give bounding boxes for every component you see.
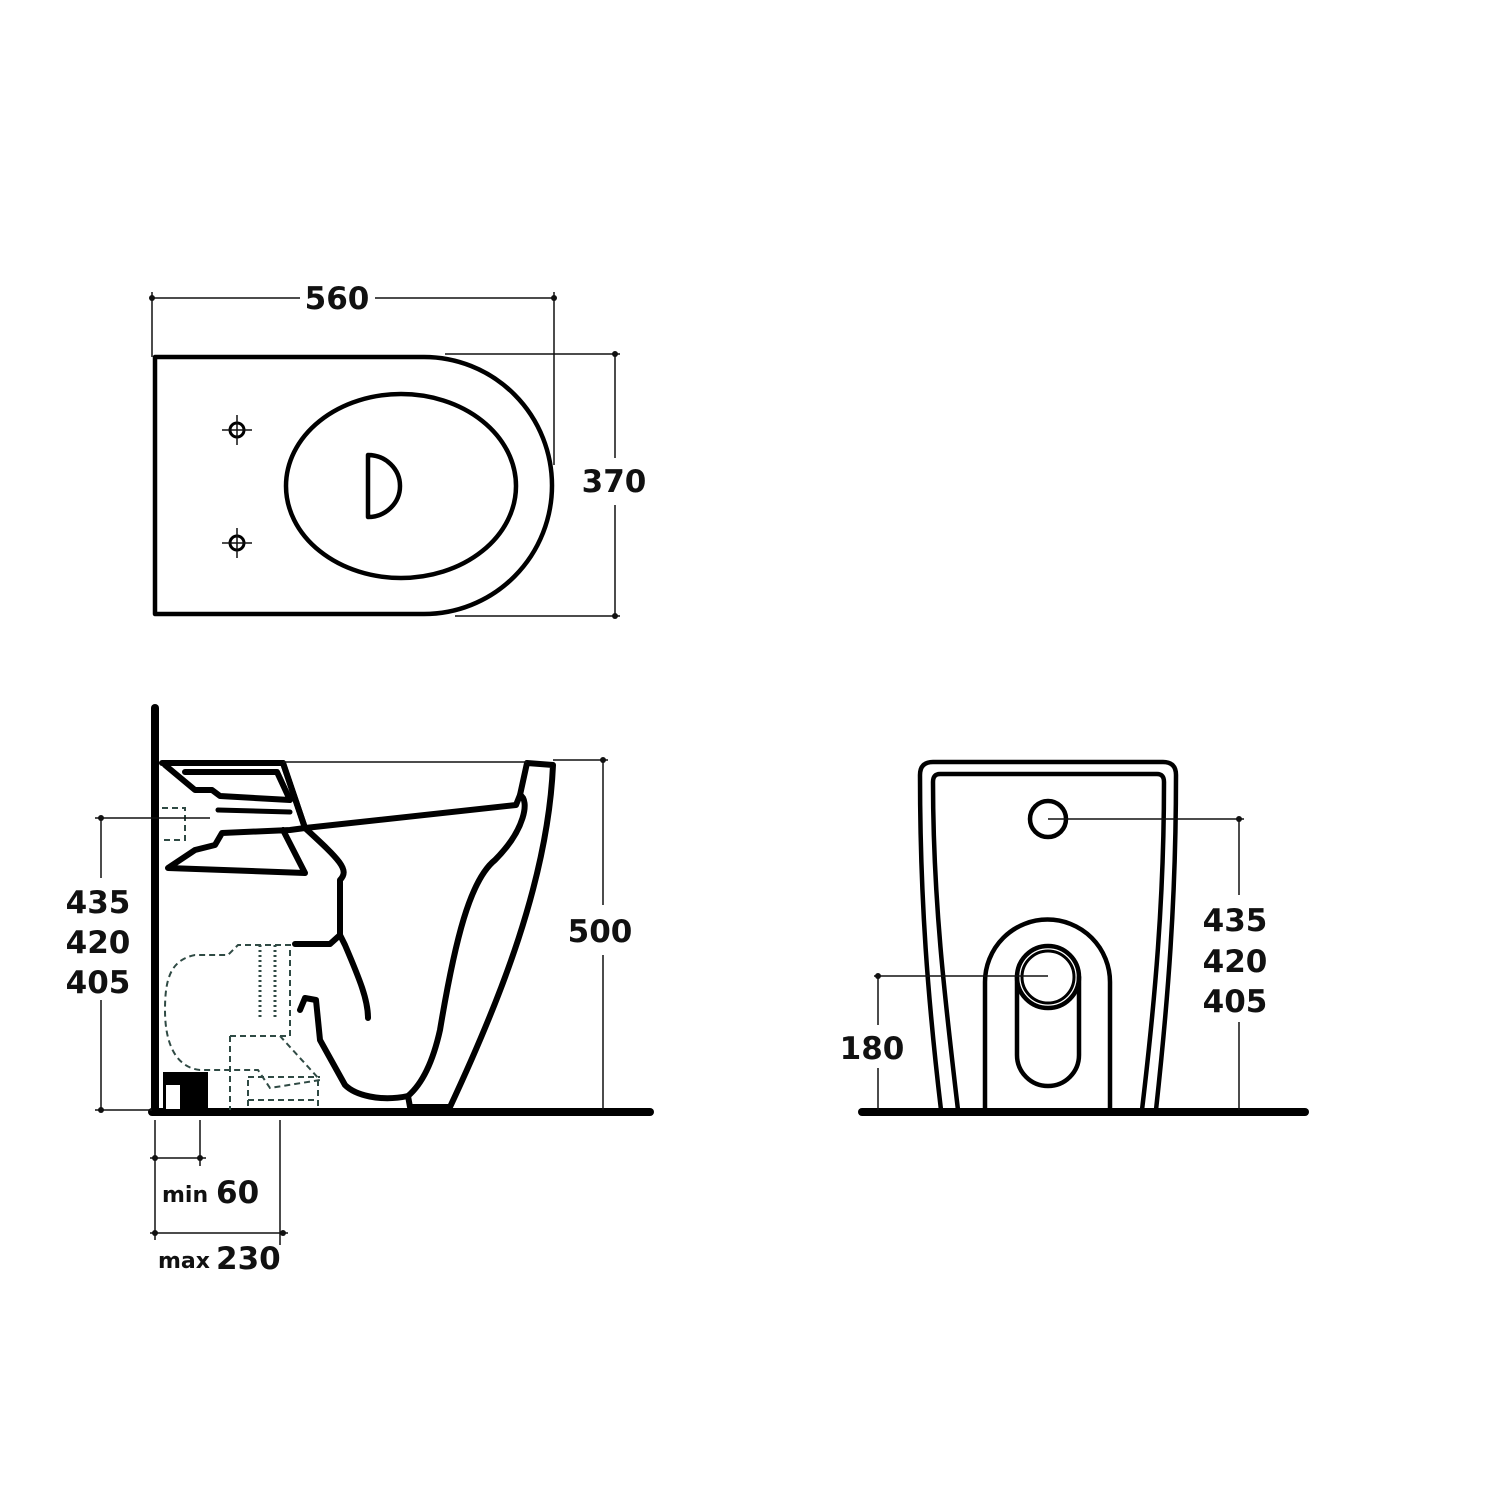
mounting-hole-icon: [222, 528, 252, 558]
depth-label: 370: [582, 464, 647, 500]
top-view-outline: [152, 354, 555, 617]
bowl-body: [280, 760, 556, 1110]
pipe-connector-hidden: [163, 944, 322, 1090]
back-outer-outline: [917, 759, 1179, 1113]
inlet-height-435: 435: [1203, 903, 1268, 939]
max-value: 230: [216, 1241, 281, 1277]
mounting-hole-icon: [222, 415, 252, 445]
depth-dimension: 370: [445, 351, 646, 619]
inlet-height-420: 420: [1203, 944, 1268, 980]
max-prefix: max: [158, 1249, 210, 1274]
height-dimension: 500: [553, 757, 632, 1110]
inlet-height-405: 405: [1203, 984, 1268, 1020]
outlet-height-dimension: 180: [840, 973, 1048, 1110]
outlet-pipe-outer: [1014, 943, 1082, 1011]
inlet-height-435: 435: [66, 885, 131, 921]
width-dimension: 560: [149, 281, 557, 465]
outlet-pipe-inner: [1020, 949, 1076, 1005]
inlet-height-420: 420: [66, 925, 131, 961]
back-inner-outline: [930, 771, 1167, 1113]
inlet-height-405: 405: [66, 965, 131, 1001]
height-label: 500: [568, 914, 633, 950]
outlet-height-label: 180: [840, 1031, 905, 1067]
back-view: 435 420 405 180: [840, 759, 1309, 1116]
outlet-arch: [982, 917, 1113, 1113]
outlet-distance-dimension: min 60 max 230: [150, 1120, 288, 1277]
inlet-height-dimension: 435 420 405: [66, 815, 210, 1113]
min-prefix: min: [162, 1183, 208, 1208]
drain-opening: [365, 452, 403, 520]
width-label: 560: [305, 281, 370, 317]
outlet-slot: [1014, 974, 1082, 1089]
bowl-opening: [283, 391, 519, 581]
min-value: 60: [216, 1175, 259, 1211]
inlet-height-dimension: 435 420 405: [1048, 816, 1267, 1110]
side-view: 500 435 420 405 min 60 max 230: [66, 704, 654, 1277]
top-view: 560 370: [149, 281, 646, 619]
